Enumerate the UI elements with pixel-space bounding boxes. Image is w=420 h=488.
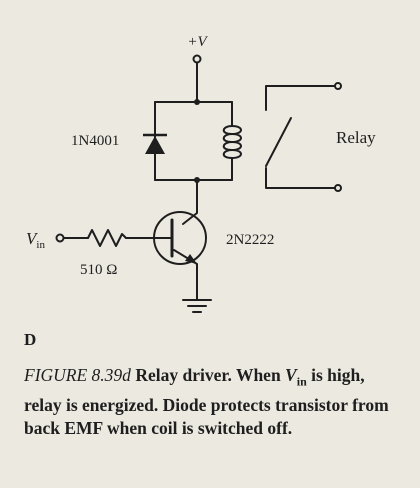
relay-driver-schematic: +V 1N4001 Relay 2N2222 Vin 510 Ω — [26, 34, 376, 313]
emitter-wire — [173, 249, 198, 301]
figure-number: FIGURE 8.39d — [24, 365, 131, 385]
junction-dot-bottom — [194, 177, 200, 183]
junction-dot-top — [194, 99, 200, 105]
resistor-label: 510 Ω — [80, 262, 117, 278]
emitter-arrow-icon — [185, 254, 197, 264]
relay-switch-arm — [265, 117, 292, 167]
collector-wire — [182, 179, 198, 225]
transistor-label: 2N2222 — [226, 232, 274, 248]
caption-vin: Vin — [285, 365, 307, 389]
input-label: Vin — [26, 229, 45, 251]
figure-caption: FIGURE 8.39d Relay driver. When Vin is h… — [24, 364, 404, 440]
diode-label: 1N4001 — [71, 133, 119, 149]
input-terminal — [55, 233, 65, 243]
caption-line1-tail: When — [235, 365, 281, 385]
panel-letter: D — [24, 330, 37, 349]
supply-terminal — [192, 54, 202, 64]
diode-icon — [145, 136, 165, 154]
resistor-icon — [87, 229, 127, 247]
relay-terminal-bottom — [334, 184, 342, 192]
ground-icon — [182, 299, 212, 313]
relay-contact-bottom — [265, 167, 336, 189]
relay-label: Relay — [336, 128, 376, 147]
relay-coil-icon — [222, 125, 242, 159]
relay-terminal-top — [334, 82, 342, 90]
figure-title: Relay driver. — [135, 365, 232, 385]
supply-label: +V — [187, 34, 208, 50]
relay-contact-top — [265, 85, 336, 111]
caption-body: is high, relay is energized. Diode prote… — [24, 365, 389, 438]
